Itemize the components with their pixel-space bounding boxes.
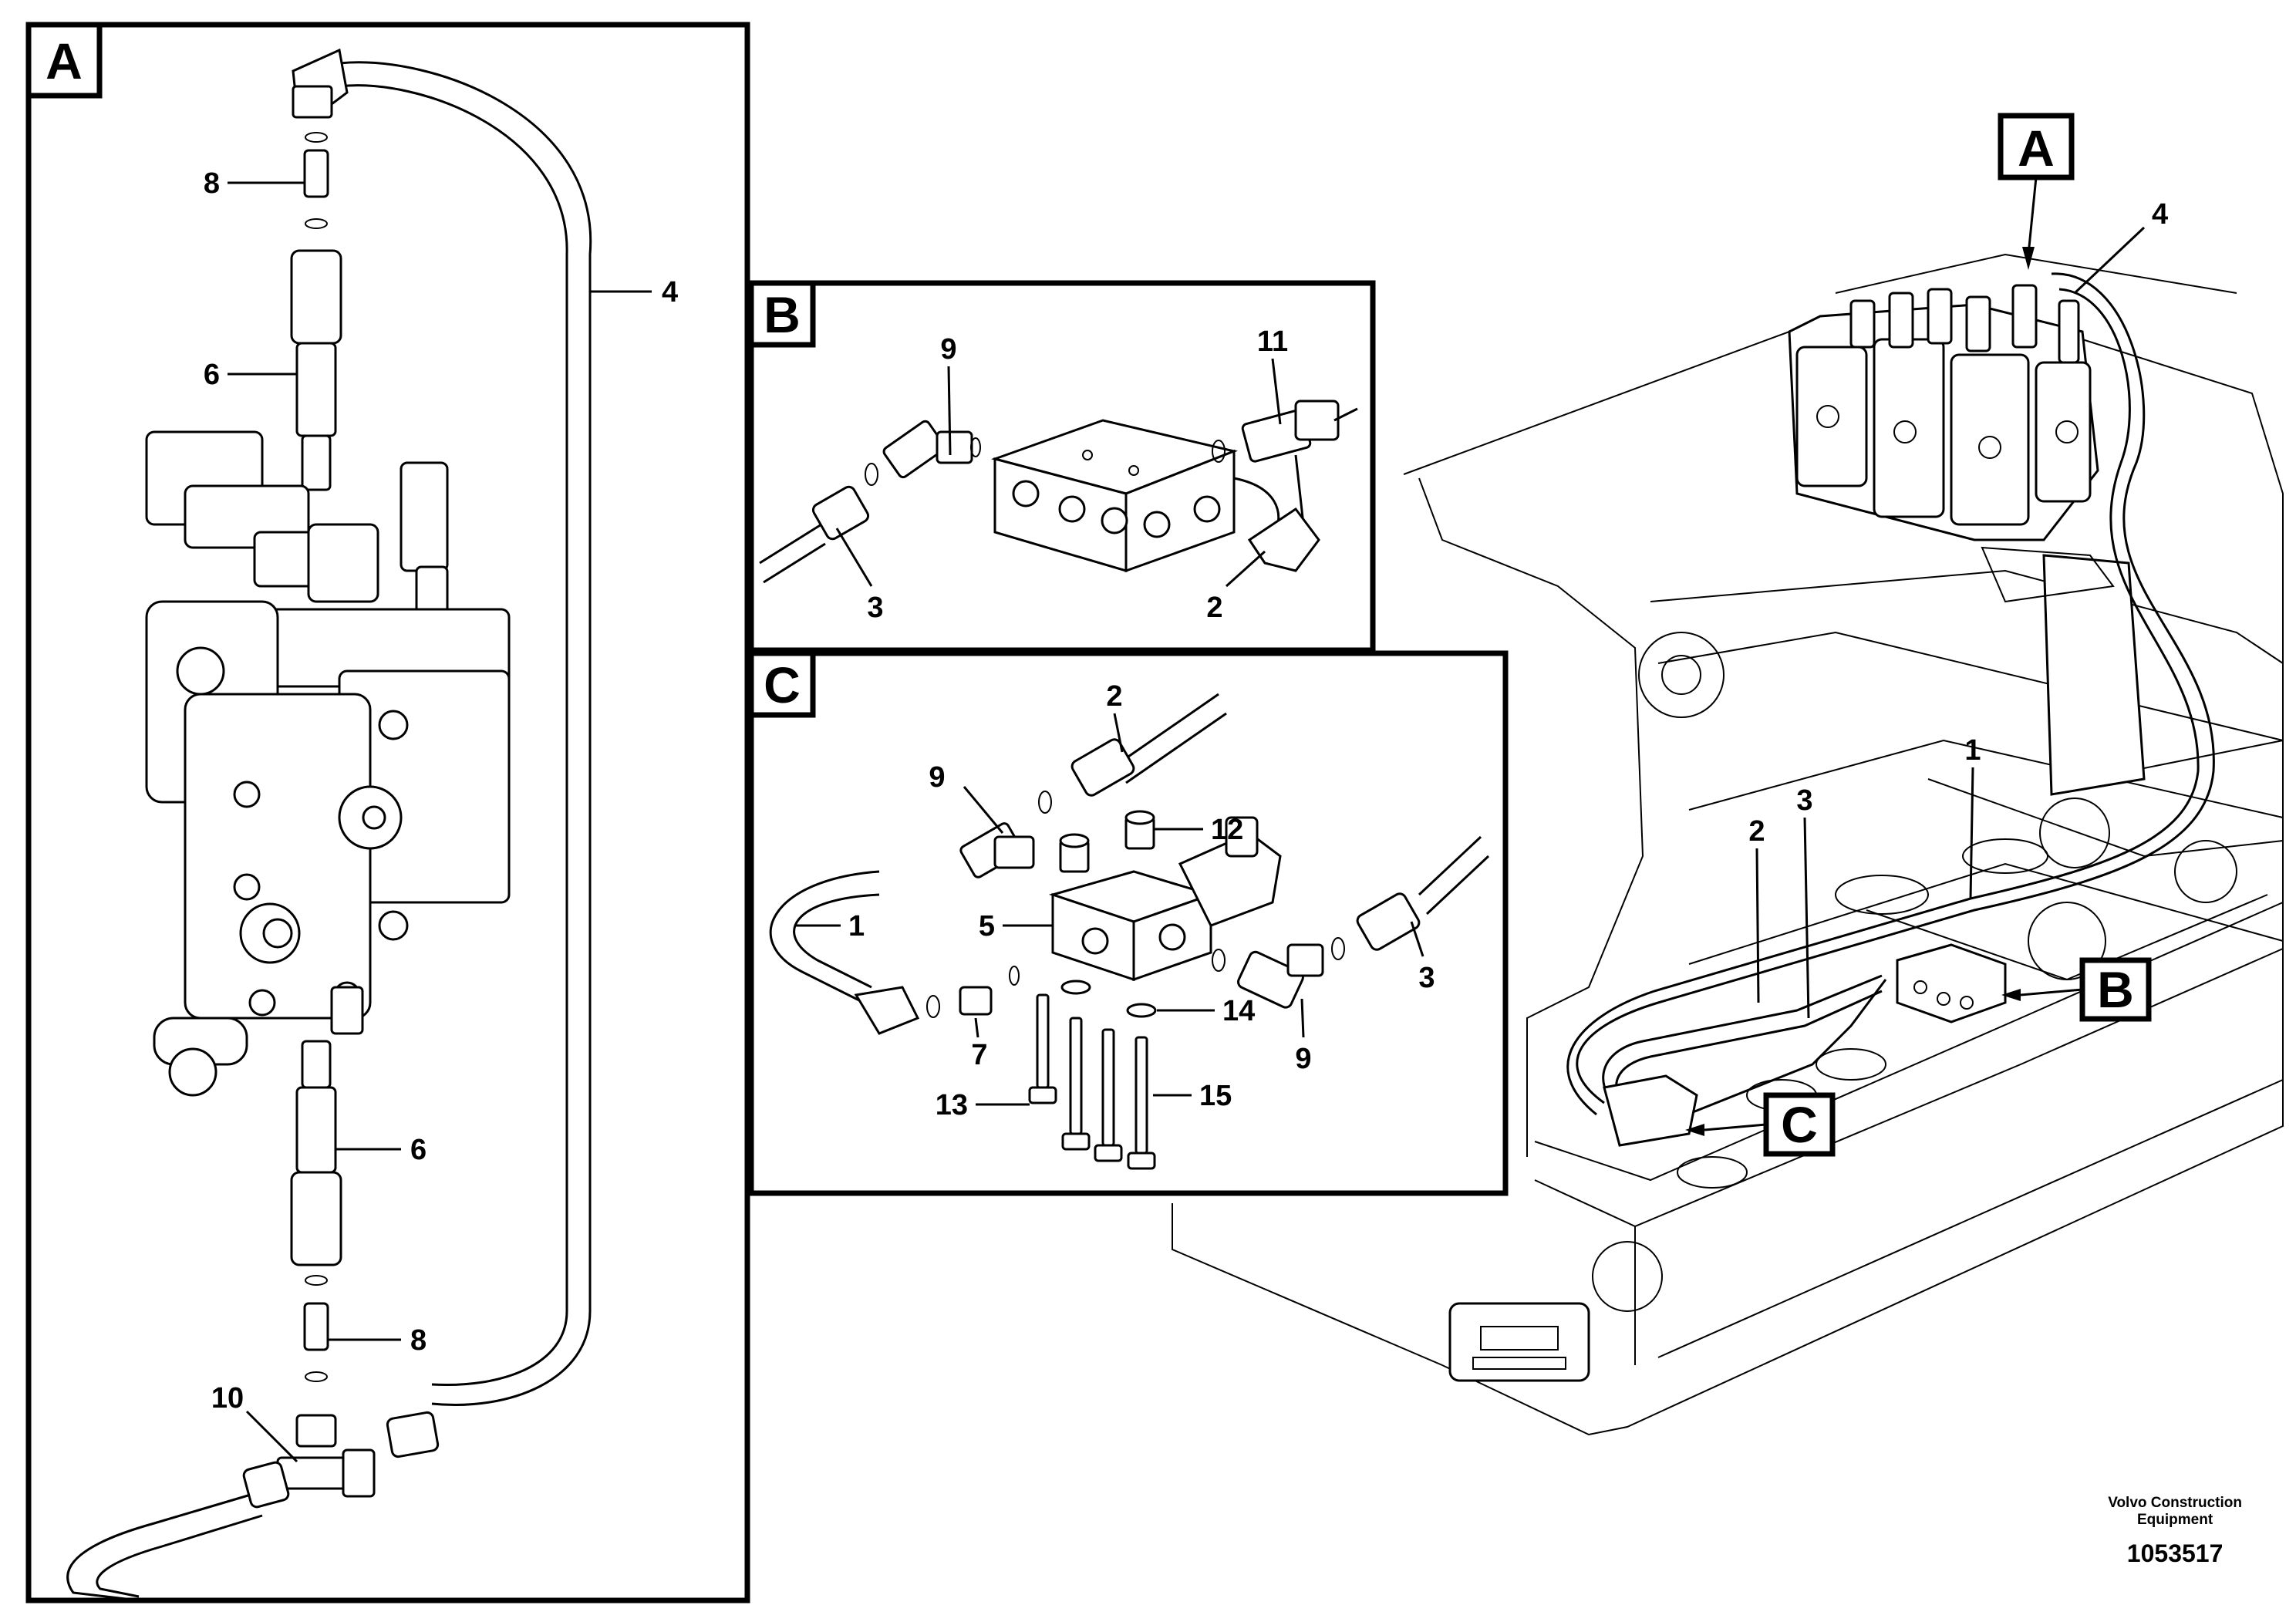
callout-c-15: 15 [1199,1080,1232,1112]
callout-a-6-bottom: 6 [410,1134,426,1166]
control-valve-block [145,430,511,1097]
panel-a-label-box [25,22,103,99]
distribution-block-b [990,419,1239,573]
footer-brand: Volvo Construction Equipment 1053517 [2108,1495,2242,1568]
panel-b-label-box [748,280,816,348]
panel-c: C [748,650,1509,1196]
callout-b-9: 9 [940,333,956,366]
panel-c-label-box [748,650,816,718]
callout-c-9-top: 9 [929,761,945,794]
solenoid-block-c [1048,816,1282,982]
callout-c-13: 13 [936,1089,968,1121]
panel-b-label: B [764,286,801,343]
main-frame-view: A B C 4 1 2 3 [1172,113,2284,1436]
callout-a-6-top: 6 [204,359,220,391]
panel-a-label: A [46,32,83,89]
main-tag-b: B [2097,961,2134,1018]
callout-a-10: 10 [211,1382,244,1415]
callout-c-7: 7 [971,1039,987,1071]
callout-c-3: 3 [1418,962,1435,994]
main-tag-a: A [2018,120,2055,177]
callout-a-4: 4 [662,276,678,309]
main-callout-3: 3 [1796,784,1812,817]
callout-c-14: 14 [1222,995,1255,1027]
callout-c-9-bottom: 9 [1295,1043,1311,1075]
main-control-valve [1788,284,2099,541]
panel-b: B 9 [748,280,1376,653]
brand-line-1: Volvo Construction [2108,1495,2242,1511]
main-tag-c: C [1781,1096,1818,1153]
brand-line-2: Equipment [2137,1512,2213,1528]
main-callout-2: 2 [1748,815,1765,848]
callout-a-8-bottom: 8 [410,1324,426,1357]
callout-b-11: 11 [1257,325,1288,358]
callout-c-1: 1 [848,910,865,943]
callout-c-5: 5 [979,910,995,943]
callout-c-2: 2 [1106,680,1122,713]
callout-a-8-top: 8 [204,167,220,200]
main-callout-4: 4 [2152,198,2168,231]
callout-b-3: 3 [867,592,883,624]
panel-c-label: C [764,656,801,713]
main-tag-b-box [2079,957,2152,1022]
part-number: 1053517 [2126,1539,2224,1567]
panel-a: A [25,22,750,1603]
callout-c-12: 12 [1211,814,1243,846]
main-callout-1: 1 [1964,734,1981,767]
callout-b-2: 2 [1206,592,1222,624]
